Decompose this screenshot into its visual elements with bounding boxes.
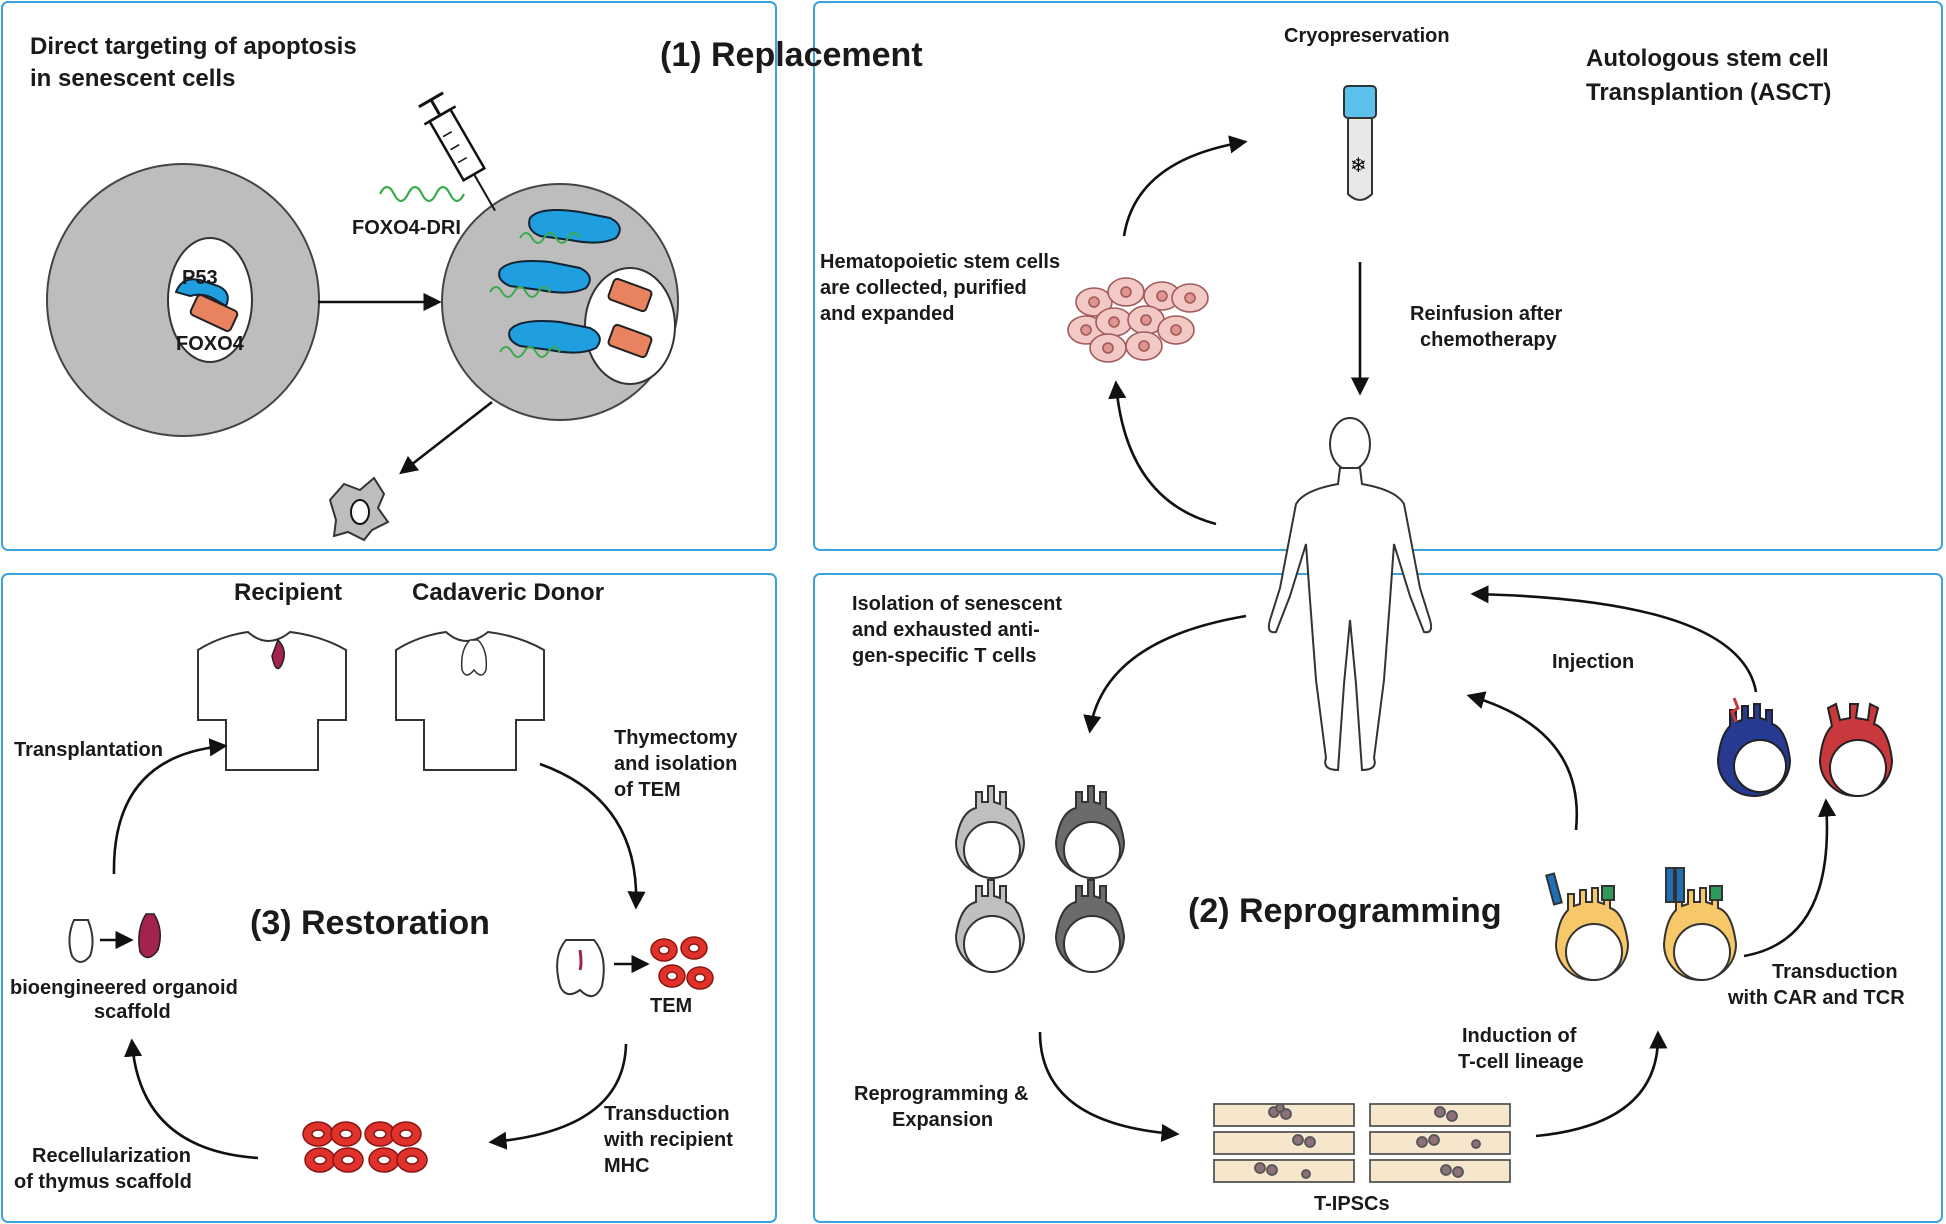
panel-restoration (1, 573, 777, 1223)
arrow-to-tipsc (1038, 1031, 1180, 1143)
transduction-mhc-3: MHC (604, 1155, 650, 1177)
arrow-to-scaffold (124, 1038, 259, 1160)
reinfusion-label-1: Reinfusion after (1410, 303, 1562, 325)
cryopreservation-label: Cryopreservation (1284, 25, 1450, 47)
arrow-hsc-to-cryo (1122, 135, 1248, 237)
arrow-body-to-hsc (1108, 380, 1217, 526)
thymectomy-label-2: and isolation (614, 753, 737, 775)
apoptosis-heading-1: Direct targeting of apoptosis (30, 33, 357, 60)
reinfusion-label-2: chemotherapy (1420, 329, 1558, 351)
arrow-car-to-body (1470, 585, 1758, 693)
syringe-icon (418, 91, 496, 212)
asct-heading-1: Autologous stem cell (1586, 45, 1829, 72)
foxo4-protein (189, 294, 239, 332)
injection-label: Injection (1552, 651, 1634, 673)
recipient-torso (197, 630, 347, 771)
hsc-label-2: are collected, purified (820, 277, 1027, 299)
tipsc-label: T-IPSCs (1314, 1193, 1390, 1215)
snowflake-icon: ❄ (1350, 153, 1367, 177)
transduction-mhc-2: with recipient (603, 1129, 733, 1151)
yellow-t-cells (1545, 867, 1738, 981)
dead-cell-icon (328, 476, 390, 542)
reprogramming-title: (2) Reprogramming (1188, 892, 1502, 930)
arrow-yellow-to-car (1743, 798, 1837, 958)
replacement-title: (1) Replacement (660, 36, 923, 74)
car-label-1: Transduction (1772, 961, 1898, 983)
scaffold-pair (68, 913, 161, 963)
arrow-body-to-tcells (1083, 614, 1247, 734)
thymectomy-label-3: of TEM (614, 779, 681, 801)
arrow-to-recipient (112, 738, 228, 875)
engineered-t-cells (1716, 697, 1894, 797)
isolation-label-1: Isolation of senescent (852, 593, 1062, 615)
apoptosis-heading-2: in senescent cells (30, 65, 235, 92)
arrow-to-recellularization (488, 1043, 628, 1150)
recellularization-cells (302, 1121, 428, 1173)
recell-label-1: Recellularization (32, 1145, 191, 1167)
human-body-icon (1267, 417, 1433, 772)
treated-cell (441, 183, 679, 421)
hsc-label-3: and expanded (820, 303, 954, 325)
arrow-tipsc-to-tcell (1535, 1030, 1668, 1138)
restoration-title: (3) Restoration (250, 904, 490, 942)
foxo4-dri-label: FOXO4-DRI (352, 217, 461, 239)
organoid-label-2: scaffold (94, 1001, 171, 1023)
hsc-cluster (1067, 277, 1209, 363)
induction-label-2: T-cell lineage (1458, 1051, 1584, 1073)
donor-label: Cadaveric Donor (412, 579, 604, 606)
donor-thymus (556, 939, 605, 997)
transplantation-label: Transplantation (14, 739, 163, 761)
thymectomy-label-1: Thymectomy (614, 727, 738, 749)
reprog-label-1: Reprogramming & (854, 1083, 1028, 1105)
arrow-yellow-to-body (1466, 691, 1579, 831)
car-label-2: with CAR and TCR (1727, 987, 1905, 1009)
tipsc-dishes (1213, 1103, 1511, 1183)
senescent-cell (46, 163, 320, 437)
isolation-label-3: gen-specific T cells (852, 645, 1037, 667)
tem-cells (650, 936, 714, 990)
arrow-to-tem (539, 762, 646, 910)
p53-label: P53 (182, 267, 218, 289)
asct-heading-2: Transplantion (ASCT) (1586, 79, 1831, 106)
reprog-label-2: Expansion (892, 1109, 993, 1131)
isolation-label-2: and exhausted anti- (852, 619, 1040, 641)
foxo4-dri-peptide (379, 185, 465, 203)
cryo-vial: ❄ (1343, 85, 1377, 201)
senescent-t-cells (954, 785, 1126, 973)
panel-replacement-apoptosis (1, 1, 777, 551)
tem-label: TEM (650, 995, 692, 1017)
arrow-to-apoptotic-cell (399, 400, 493, 475)
organoid-label-1: bioengineered organoid (10, 977, 238, 999)
recell-label-2: of thymus scaffold (14, 1171, 192, 1193)
transduction-mhc-1: Transduction (604, 1103, 730, 1125)
induction-label-1: Induction of (1462, 1025, 1577, 1047)
donor-torso (395, 630, 545, 771)
foxo4-label: FOXO4 (176, 333, 245, 355)
hsc-label-1: Hematopoietic stem cells (820, 251, 1060, 273)
recipient-label: Recipient (234, 579, 342, 606)
